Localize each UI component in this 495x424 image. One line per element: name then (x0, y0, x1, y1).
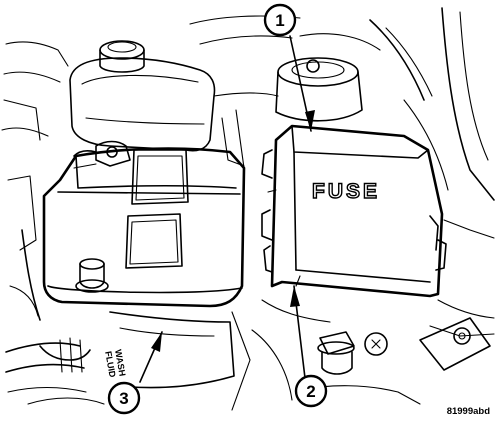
callout-2: 2 (294, 374, 328, 408)
arrowhead-1 (305, 110, 315, 131)
fuse-box: FUSE (261, 124, 447, 298)
arrowhead-3 (151, 332, 162, 352)
fuse-label: FUSE (312, 180, 380, 203)
callout-1: 1 (263, 3, 297, 37)
washer-fluid-label: WASH FLUID (103, 349, 127, 379)
callout-3-number: 3 (119, 389, 128, 408)
engine-bay-background (1, 7, 495, 411)
arrowhead-2 (290, 286, 300, 307)
battery (42, 140, 246, 308)
callout-3: 3 (107, 381, 141, 415)
figure-code: 81999abd (447, 406, 491, 417)
washer-label-line1: WASH (113, 349, 128, 377)
washer-label-line2: FLUID (103, 350, 118, 378)
callout-leaders (139, 35, 315, 383)
callout-1-number: 1 (275, 11, 284, 30)
callout-2-number: 2 (306, 382, 315, 401)
